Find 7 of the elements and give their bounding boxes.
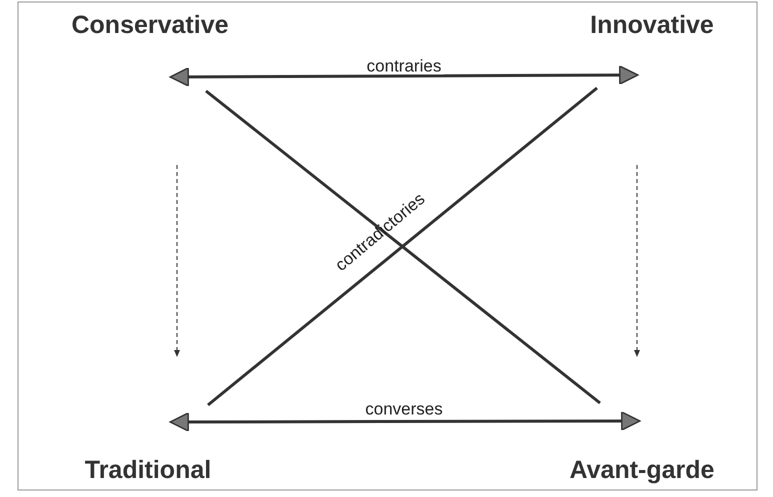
concept-label: Avant-garde [570,456,714,484]
double-arrow [169,65,639,87]
edge-label: contraries [364,58,444,74]
concept-label: Conservative [71,12,229,40]
concept-label: Innovative [590,12,714,40]
concept-label: Traditional [84,456,212,484]
double-arrow [169,411,641,432]
